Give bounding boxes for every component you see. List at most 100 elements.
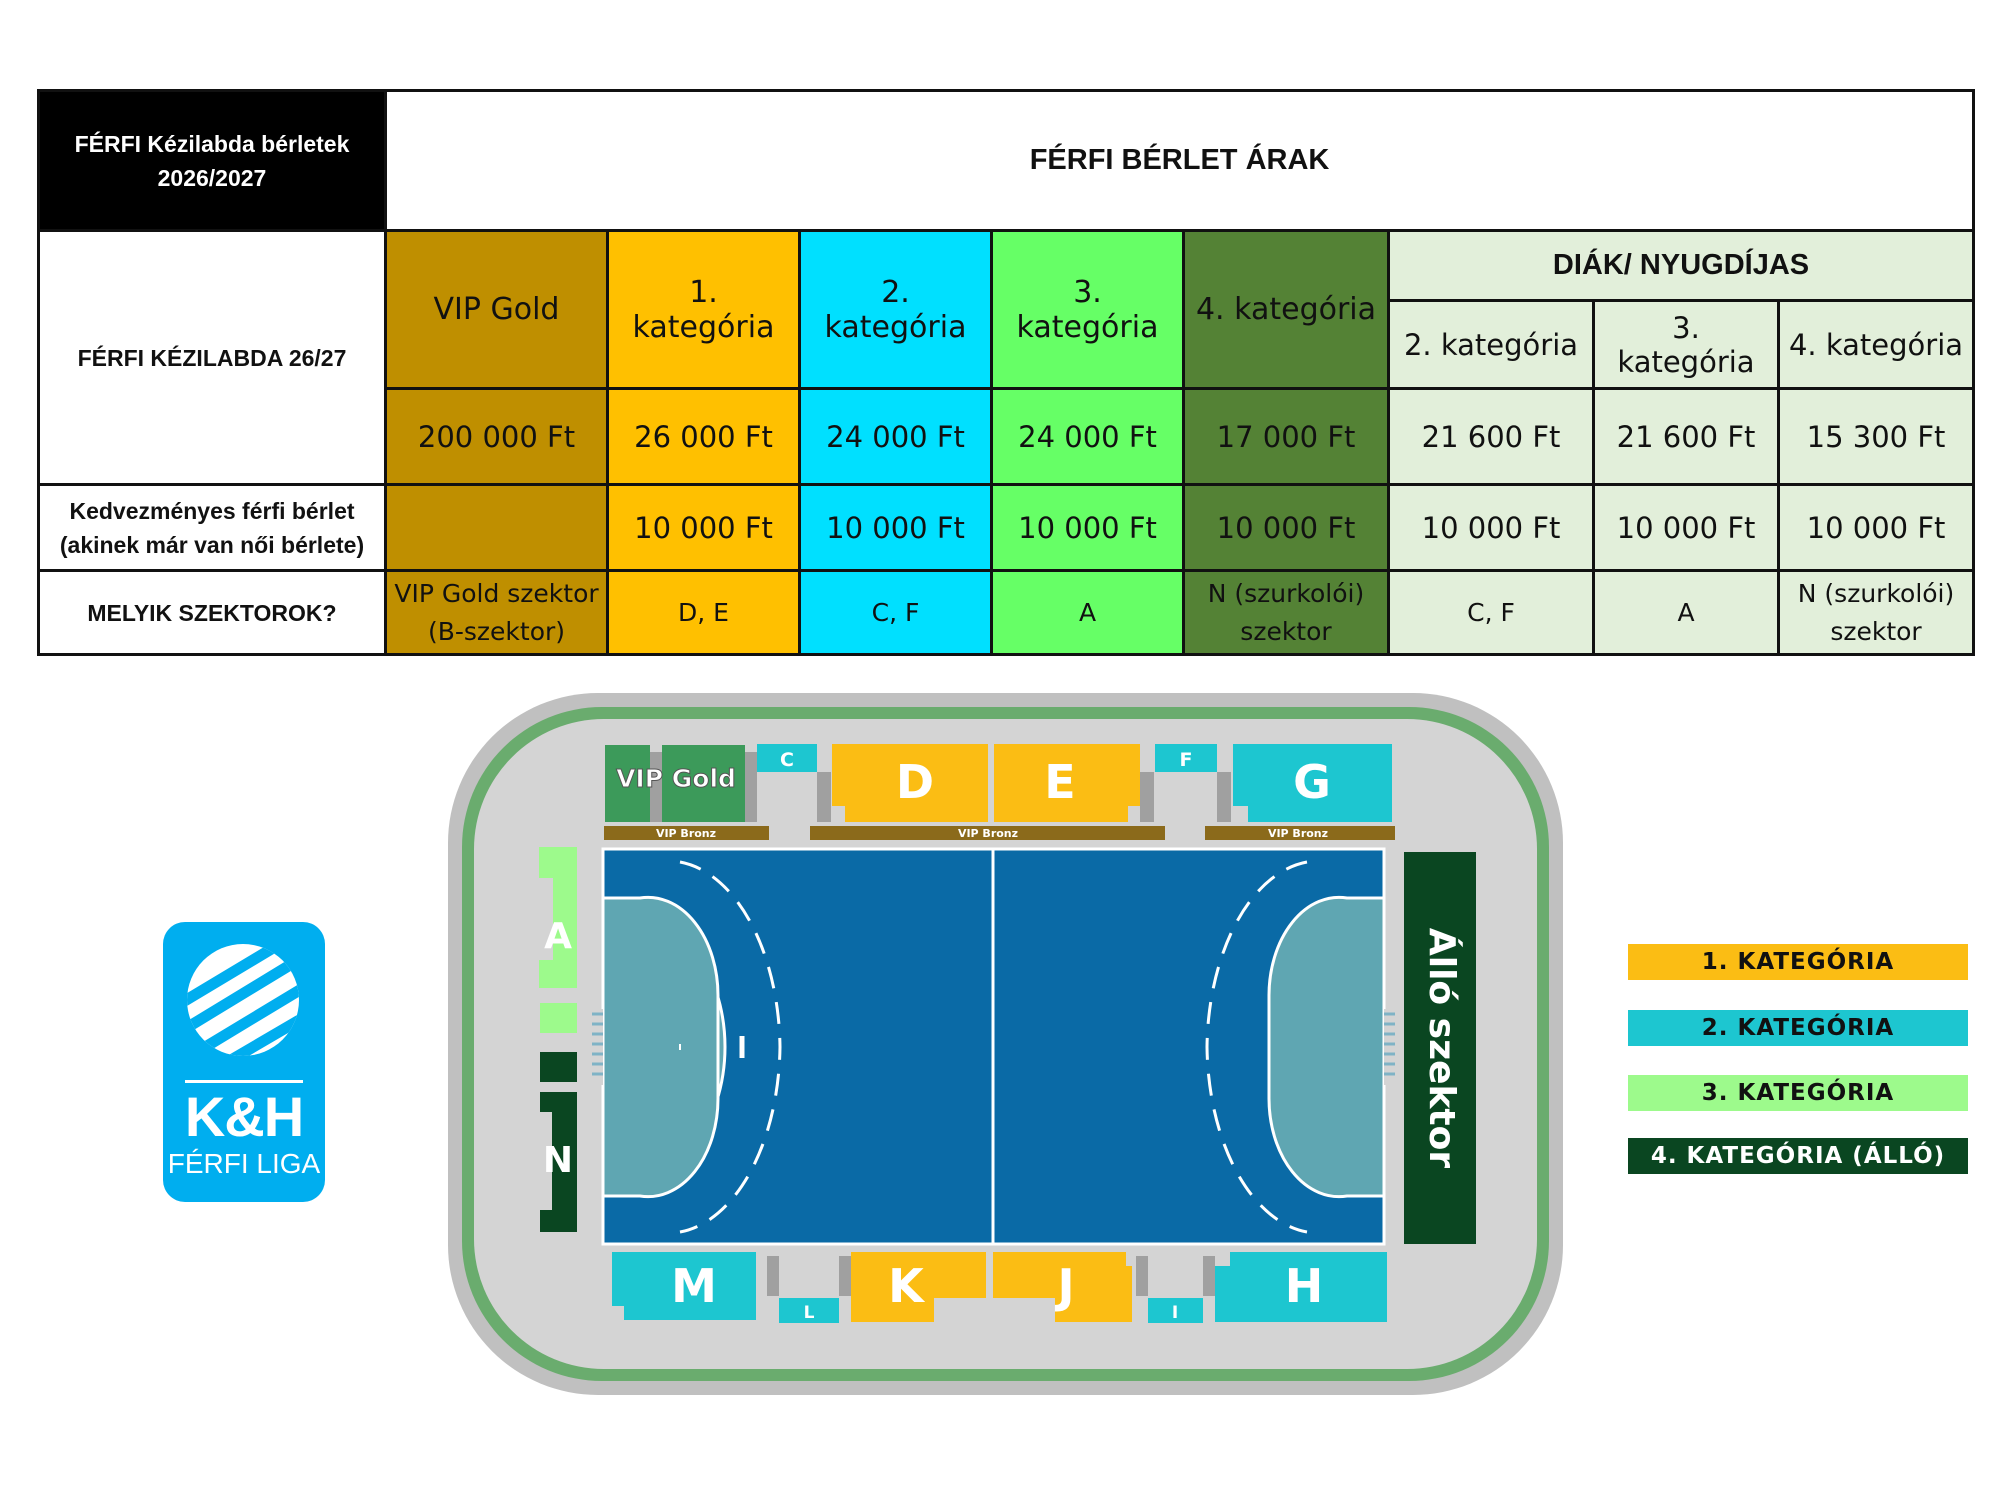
stair bbox=[745, 752, 757, 822]
student-cat-3: 3. kategória bbox=[1592, 299, 1780, 390]
stair bbox=[1140, 772, 1154, 822]
discount-label-line1: Kedvezményes férfi bérlet bbox=[69, 497, 355, 524]
sectors-cat-3: A bbox=[990, 569, 1185, 656]
row-label-main: FÉRFI KÉZILABDA 26/27 bbox=[37, 229, 387, 486]
cat-4: 4. kategória bbox=[1182, 229, 1390, 390]
sectors-student-2: C, F bbox=[1387, 569, 1595, 656]
logo-ferfi-liga-text: FÉRFI LIGA bbox=[167, 1148, 321, 1179]
standing-sector-label: Álló szektor bbox=[1421, 928, 1463, 1168]
sectors-cat-1: D, E bbox=[606, 569, 801, 656]
legend-kategoria-1: 1. KATEGÓRIA bbox=[1628, 944, 1968, 980]
sector-m bbox=[612, 1252, 756, 1320]
vip-bronz-right-label: VIP Bronz bbox=[1268, 827, 1328, 840]
sector-n-label: N bbox=[543, 1140, 573, 1181]
cat-3: 3. kategória bbox=[990, 229, 1185, 390]
sector-g-label: G bbox=[1293, 755, 1331, 809]
vip-gold-block-left bbox=[605, 745, 650, 822]
student-header: DIÁK/ NYUGDÍJAS bbox=[1386, 229, 1976, 302]
goal-net-right bbox=[1384, 1012, 1395, 1076]
sector-e-label: E bbox=[1044, 755, 1075, 809]
price-cat-2: 24 000 Ft bbox=[798, 387, 993, 486]
stair bbox=[839, 1256, 851, 1296]
discount-cat-3: 10 000 Ft bbox=[990, 483, 1185, 572]
corner-title: FÉRFI Kézilabda bérletek bbox=[74, 130, 350, 157]
price-cat-3: 24 000 Ft bbox=[990, 387, 1185, 486]
sectors-student-3: A bbox=[1592, 569, 1780, 656]
sector-l-label: L bbox=[804, 1303, 815, 1323]
vip-bronz-center bbox=[810, 826, 1165, 840]
legend-kategoria-2: 2. KATEGÓRIA bbox=[1628, 1010, 1968, 1046]
discount-cat-4: 10 000 Ft bbox=[1182, 483, 1390, 572]
kh-ferfi-liga-logo: K&H FÉRFI LIGA bbox=[163, 922, 325, 1202]
sector-a-lower bbox=[540, 1003, 577, 1033]
sector-n-upper bbox=[540, 1052, 577, 1082]
discount-vip-gold bbox=[384, 483, 609, 572]
sector-text: N (szurkolói) bbox=[1797, 578, 1955, 608]
goal-right bbox=[1384, 1009, 1395, 1085]
sector-k-label: K bbox=[888, 1259, 926, 1313]
sectors-cat-2: C, F bbox=[798, 569, 993, 656]
goal-area-right bbox=[1267, 895, 1386, 1199]
goal-left bbox=[592, 1009, 603, 1085]
vip-bronz-right bbox=[1205, 826, 1395, 840]
table-corner-title: FÉRFI Kézilabda bérletek 2026/2027 bbox=[37, 89, 387, 232]
sector-text: szektor bbox=[1240, 616, 1332, 646]
cat-2: 2. kategória bbox=[798, 229, 993, 390]
discount-student-3: 10 000 Ft bbox=[1592, 483, 1780, 572]
sector-a-label: A bbox=[544, 916, 572, 957]
stair bbox=[1136, 1256, 1148, 1296]
student-cat-2: 2. kategória bbox=[1387, 299, 1595, 390]
sector-i-label: I bbox=[1172, 1303, 1178, 1323]
sector-j-label: J bbox=[1054, 1259, 1074, 1313]
vip-bronz-center-label: VIP Bronz bbox=[958, 827, 1018, 840]
logo-kh-text: K&H bbox=[184, 1085, 304, 1148]
logo-divider bbox=[185, 1080, 303, 1083]
sector-d bbox=[832, 744, 988, 822]
free-throw-line-right bbox=[1205, 860, 1308, 1234]
sector-e bbox=[994, 744, 1140, 822]
stair bbox=[650, 752, 662, 822]
sector-j bbox=[993, 1252, 1132, 1322]
sectors-student-4: N (szurkolói) szektor bbox=[1776, 569, 1976, 656]
discount-student-4: 10 000 Ft bbox=[1776, 483, 1976, 572]
price-cat-1: 26 000 Ft bbox=[606, 387, 801, 486]
discount-cat-2: 10 000 Ft bbox=[798, 483, 993, 572]
sector-h bbox=[1215, 1252, 1387, 1322]
price-student-4: 15 300 Ft bbox=[1776, 387, 1976, 486]
sector-d-label: D bbox=[896, 755, 934, 809]
standing-sector bbox=[1404, 852, 1476, 1244]
price-cat-4: 17 000 Ft bbox=[1182, 387, 1390, 486]
vip-gold-block-right bbox=[662, 745, 745, 822]
sector-text: N (szurkolói) bbox=[1207, 578, 1365, 608]
cat-1: 1. kategória bbox=[606, 229, 801, 390]
discount-student-2: 10 000 Ft bbox=[1387, 483, 1595, 572]
legend-kategoria-3: 3. KATEGÓRIA bbox=[1628, 1075, 1968, 1111]
sectors-label: MELYIK SZEKTOROK? bbox=[37, 569, 387, 656]
price-vip-gold: 200 000 Ft bbox=[384, 387, 609, 486]
sectors-cat-4: N (szurkolói) szektor bbox=[1182, 569, 1390, 656]
sector-text: szektor bbox=[1830, 616, 1922, 646]
price-student-2: 21 600 Ft bbox=[1387, 387, 1595, 486]
sector-m-label: M bbox=[671, 1259, 717, 1313]
cat-vip-gold: VIP Gold bbox=[384, 229, 609, 390]
free-throw-line-left bbox=[679, 860, 782, 1234]
sector-text: (B-szektor) bbox=[427, 616, 566, 646]
goal-net-left bbox=[592, 1012, 603, 1076]
legend-kategoria-4: 4. KATEGÓRIA (ÁLLÓ) bbox=[1628, 1138, 1968, 1174]
sector-c-label: C bbox=[780, 749, 794, 771]
price-student-3: 21 600 Ft bbox=[1592, 387, 1780, 486]
discount-label: Kedvezményes férfi bérlet (akinek már va… bbox=[37, 483, 387, 572]
stair bbox=[1203, 1256, 1215, 1296]
sector-n bbox=[540, 1092, 577, 1232]
sector-l bbox=[779, 1298, 839, 1323]
price-table: FÉRFI Kézilabda bérletek 2026/2027 FÉRFI… bbox=[37, 89, 1976, 656]
student-cat-4: 4. kategória bbox=[1776, 299, 1976, 390]
sector-vip-gold-label: VIP Gold bbox=[616, 764, 736, 793]
stair bbox=[767, 1256, 779, 1296]
sector-text: VIP Gold szektor bbox=[394, 578, 599, 608]
handball-ball-icon bbox=[187, 944, 299, 1056]
sector-a bbox=[539, 847, 577, 988]
sector-k bbox=[851, 1252, 986, 1322]
stair bbox=[817, 772, 831, 822]
vip-bronz-left bbox=[604, 826, 769, 840]
